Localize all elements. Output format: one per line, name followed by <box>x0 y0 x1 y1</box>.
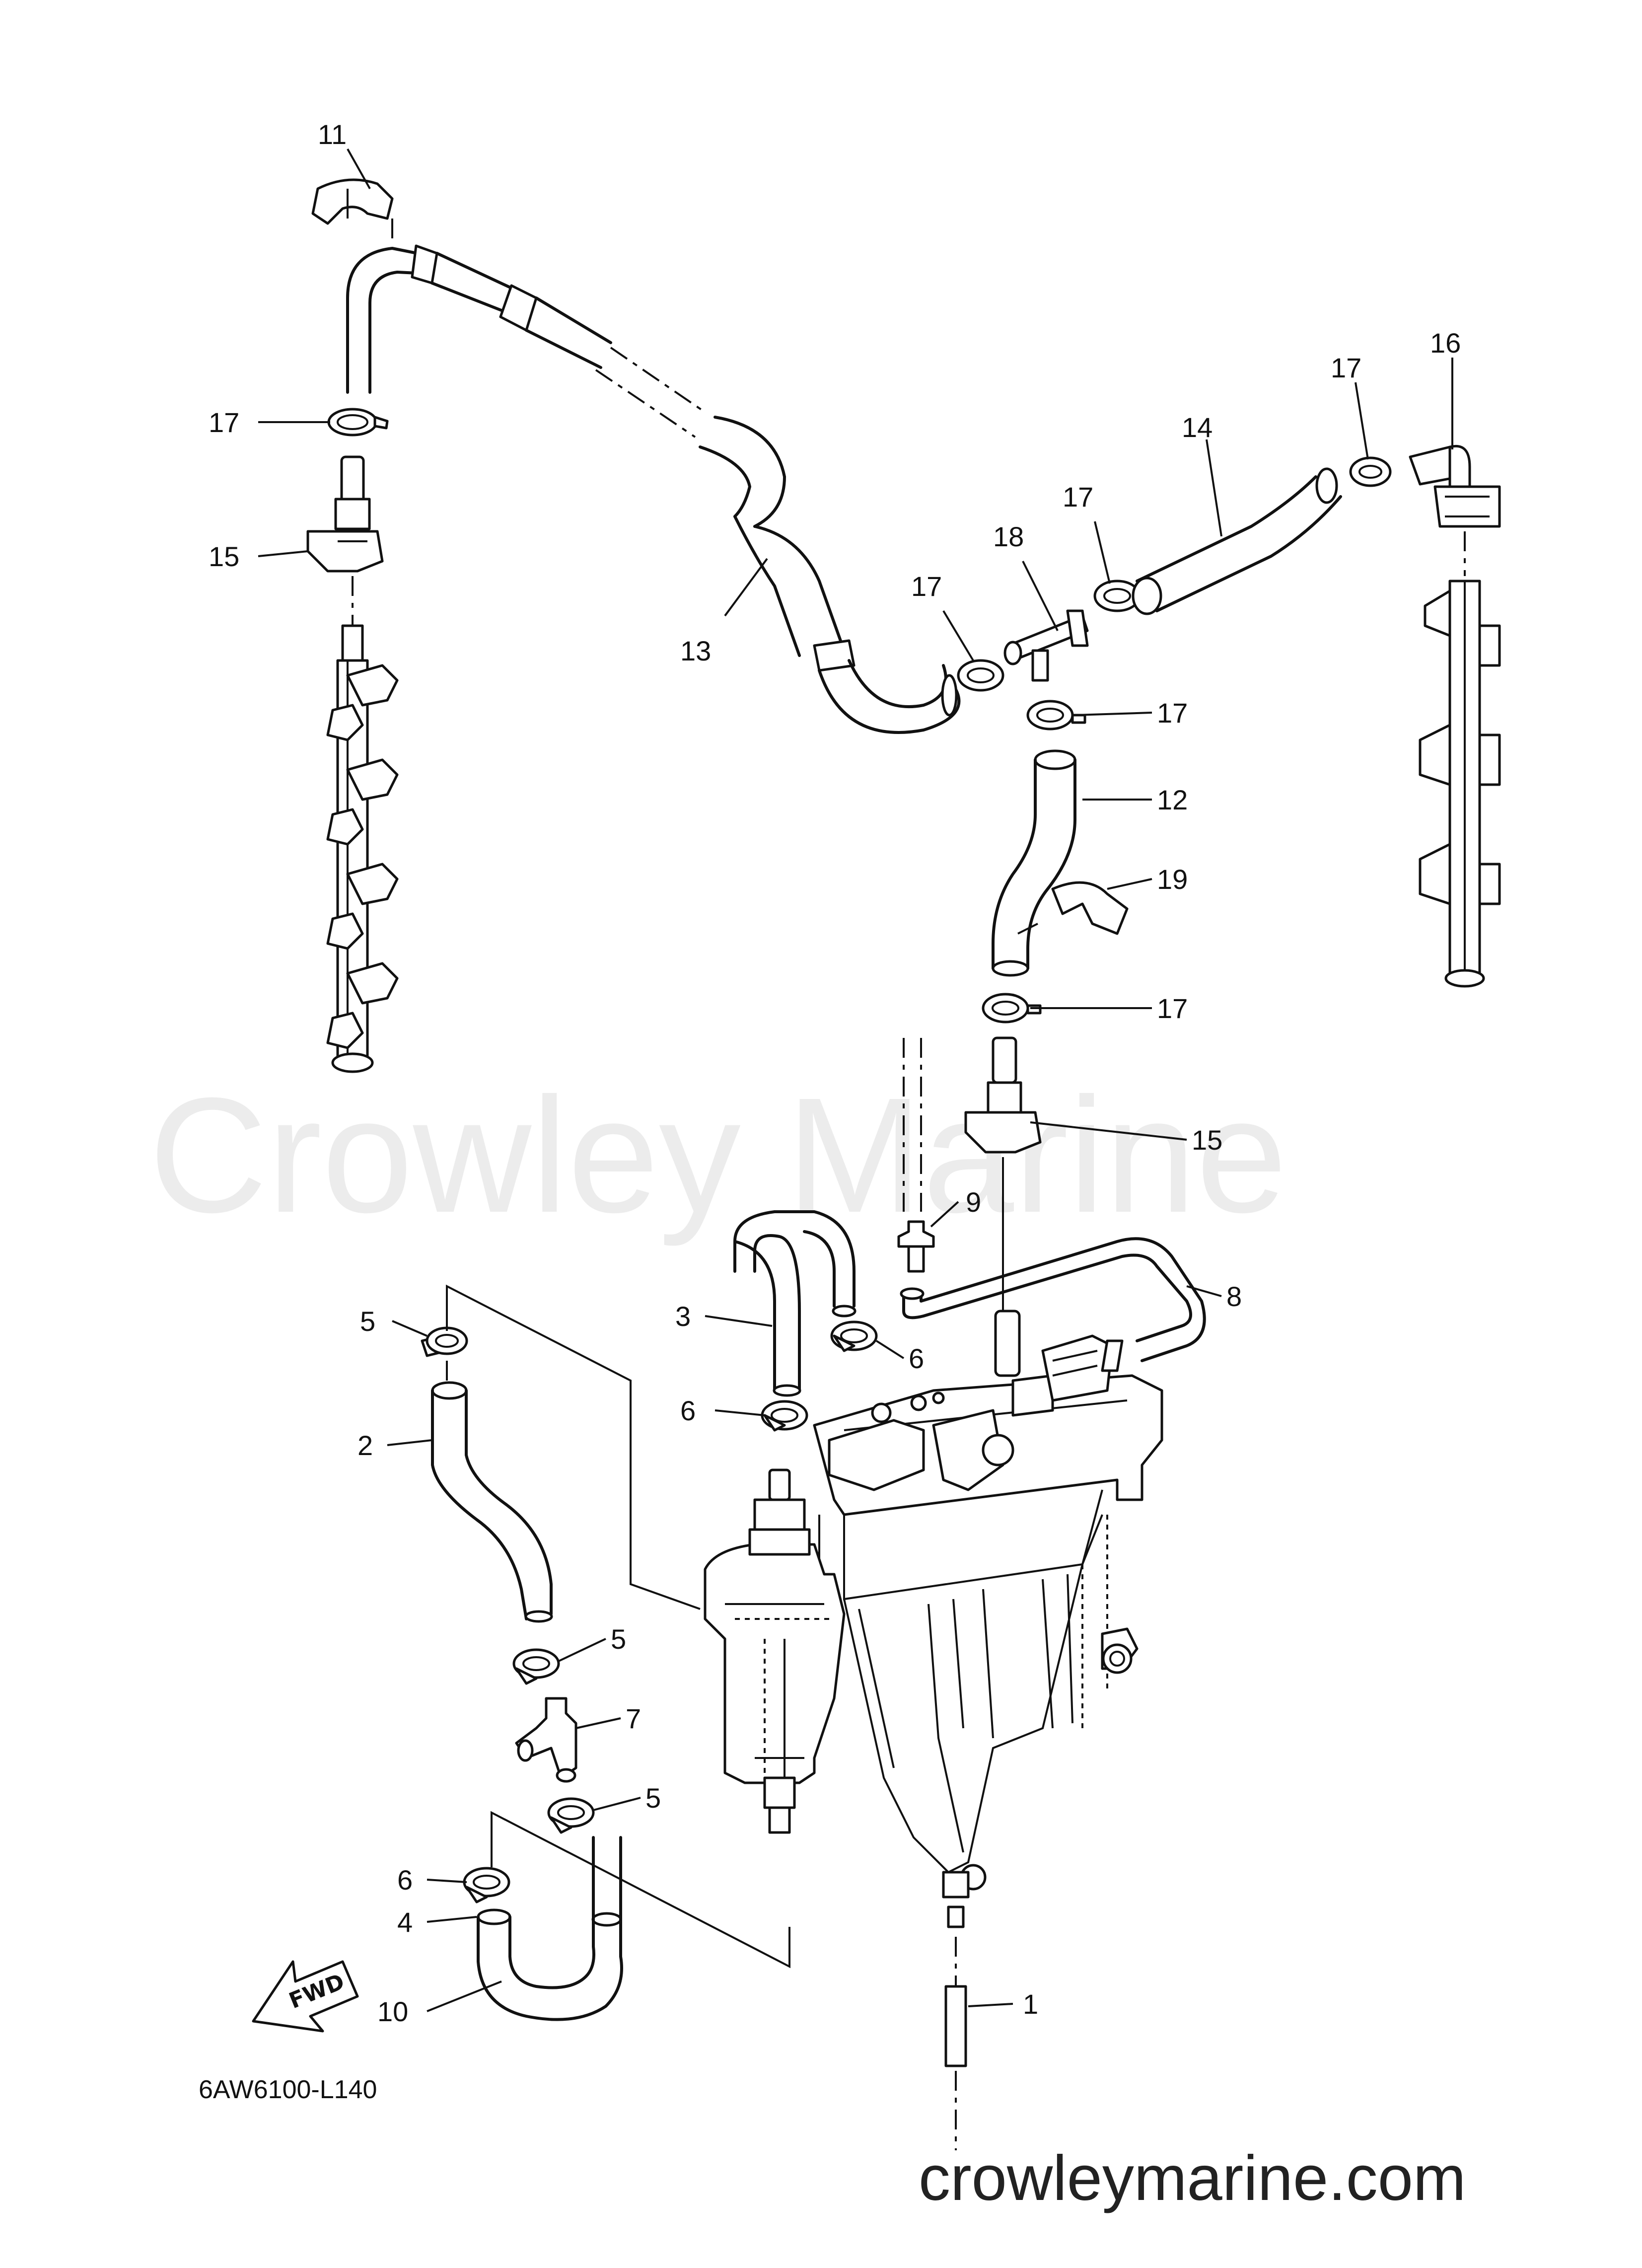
callout-leaders <box>258 148 1453 2012</box>
callout-8: 8 <box>1226 1281 1242 1312</box>
assembly-lines <box>446 1284 790 1969</box>
callout-2: 2 <box>357 1430 373 1461</box>
callout-10: 10 <box>377 1996 408 2027</box>
hose-8-assembly <box>897 1038 1206 1362</box>
fwd-arrow-icon: FWD <box>252 1960 359 2033</box>
hose-3-assembly <box>733 1210 878 1432</box>
callout-13: 13 <box>680 635 711 666</box>
callout-17-e: 17 <box>1157 697 1188 729</box>
callout-labels: 11 17 15 13 17 18 17 14 17 16 17 12 19 1… <box>209 119 1461 2027</box>
callout-6-c: 6 <box>397 1864 413 1896</box>
vapor-separator-tank <box>704 1310 1163 1928</box>
left-fuel-rail-assembly <box>306 408 399 1073</box>
hose-1 <box>944 1937 967 2150</box>
callout-11: 11 <box>318 119 347 150</box>
hose-2-assembly <box>421 1326 595 1834</box>
callout-3: 3 <box>675 1301 691 1332</box>
callout-4: 4 <box>397 1906 413 1938</box>
joint-16-assembly <box>1349 445 1501 576</box>
callout-5-a: 5 <box>360 1306 375 1337</box>
joint-18-assembly <box>957 580 1141 692</box>
hose-14 <box>1132 467 1342 615</box>
callout-17-b: 17 <box>911 571 942 602</box>
callout-6-a: 6 <box>909 1343 924 1374</box>
callout-17-a: 17 <box>209 407 239 438</box>
callout-15-b: 15 <box>1192 1124 1222 1156</box>
callout-15-a: 15 <box>209 541 239 572</box>
callout-1: 1 <box>1023 1988 1038 2020</box>
callout-7: 7 <box>626 1703 641 1734</box>
watermark-text: Crowley Marine <box>149 1063 1287 1247</box>
callout-19: 19 <box>1157 864 1188 895</box>
diagram-code: 6AW6100-L140 <box>199 2075 377 2104</box>
callout-5-c: 5 <box>645 1782 661 1814</box>
right-fuel-rail <box>1419 580 1501 988</box>
rail-ports-left <box>326 664 399 1049</box>
callout-17-f: 17 <box>1157 993 1188 1024</box>
hose-10-assembly <box>463 1836 623 2021</box>
callout-5-b: 5 <box>611 1623 626 1655</box>
callout-9: 9 <box>966 1186 981 1218</box>
callout-6-b: 6 <box>680 1395 696 1426</box>
hose-12-assembly <box>964 700 1129 1316</box>
callout-16: 16 <box>1430 327 1461 359</box>
hose-13 <box>346 244 961 734</box>
callout-17-d: 17 <box>1331 352 1361 383</box>
callout-17-c: 17 <box>1063 481 1093 512</box>
callout-12: 12 <box>1157 784 1188 815</box>
callout-18: 18 <box>993 521 1024 552</box>
website-url: crowleymarine.com <box>919 2143 1466 2214</box>
clip-11 <box>311 178 394 238</box>
callout-14: 14 <box>1182 412 1213 443</box>
